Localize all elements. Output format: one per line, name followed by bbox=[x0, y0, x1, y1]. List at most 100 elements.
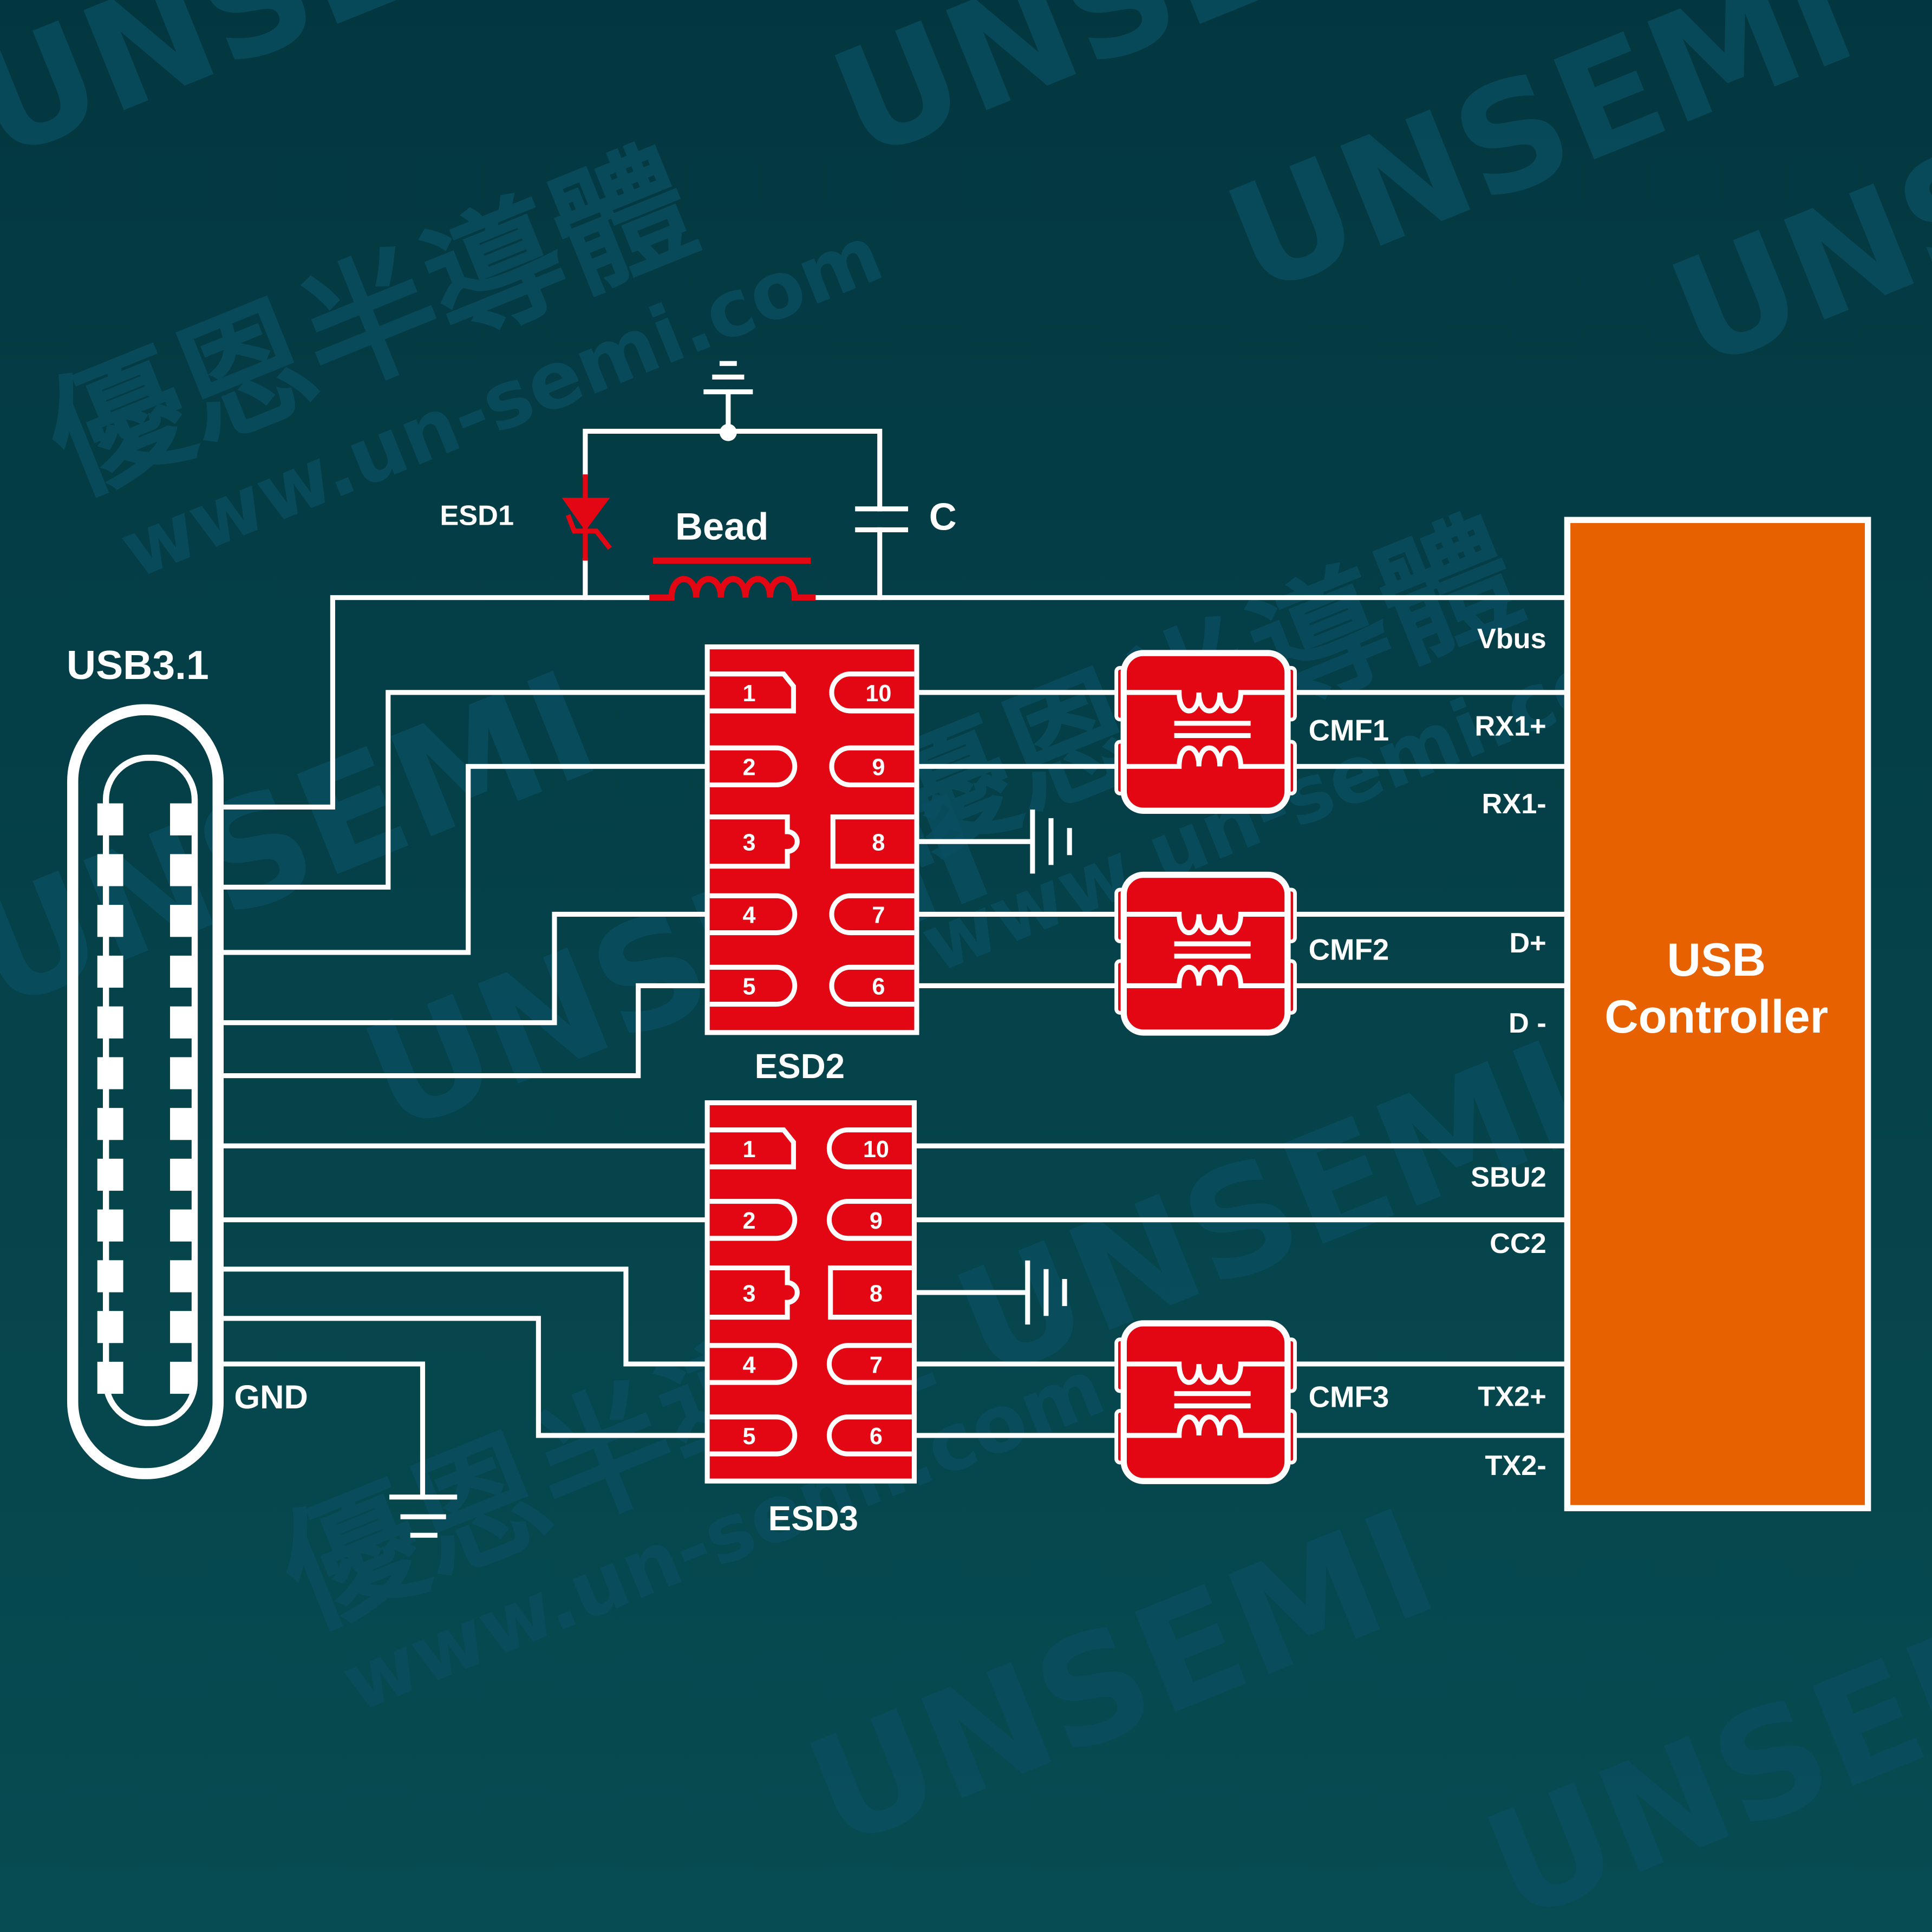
ground-icon bbox=[1025, 1260, 1067, 1325]
signal-label-dn: D - bbox=[1509, 1008, 1546, 1039]
coil-icon bbox=[1124, 911, 1288, 936]
esd-pin-pad bbox=[709, 745, 798, 788]
ground-icon bbox=[703, 361, 753, 395]
usb-pin-grid bbox=[97, 803, 196, 1394]
esd-pin-pad bbox=[709, 814, 800, 869]
usb-pin bbox=[170, 1158, 196, 1191]
signal-label-tx2n: TX2- bbox=[1485, 1450, 1546, 1481]
esd-pin-pad bbox=[709, 1265, 800, 1320]
ground-icon bbox=[1030, 810, 1072, 874]
wire-esd3-pin5 bbox=[220, 1316, 710, 1438]
usb-connector-outline bbox=[67, 704, 224, 1479]
esd-pin-number: 7 bbox=[870, 1352, 883, 1378]
esd-pin-pad bbox=[828, 1265, 912, 1320]
esd-pin-pad bbox=[826, 1127, 912, 1170]
usb-pin bbox=[170, 1006, 196, 1039]
usb-pin bbox=[97, 1158, 123, 1191]
signal-label-sbu2: SBU2 bbox=[1471, 1161, 1546, 1193]
core-line bbox=[1174, 941, 1251, 947]
usb-pin bbox=[170, 854, 196, 886]
cmf-label: CMF3 bbox=[1309, 1381, 1389, 1414]
signal-label-cc2: CC2 bbox=[1490, 1228, 1546, 1259]
usb-pin bbox=[97, 803, 123, 836]
usb-controller-box bbox=[1564, 517, 1871, 1511]
esd-pin-number: 3 bbox=[742, 830, 755, 856]
esd-pin-number: 1 bbox=[742, 681, 755, 707]
wire-esd3-pin4 bbox=[220, 1267, 710, 1367]
usb-pin bbox=[170, 1311, 196, 1343]
usb-connector bbox=[67, 704, 224, 1479]
esd-pin-number: 6 bbox=[870, 1424, 883, 1450]
wire-vbus-connector bbox=[220, 595, 652, 810]
esd-pin-pad bbox=[829, 964, 915, 1007]
esd-array-label: ESD3 bbox=[768, 1499, 858, 1538]
controller-title-line2: Controller bbox=[1604, 991, 1828, 1043]
cmf-label: CMF2 bbox=[1309, 934, 1389, 967]
coil-icon bbox=[1124, 964, 1288, 988]
esd-pin-number: 9 bbox=[872, 755, 885, 781]
usb-pin bbox=[97, 1108, 123, 1140]
usb-pin bbox=[170, 1108, 196, 1140]
esd-pin-number: 7 bbox=[872, 903, 885, 929]
wire-gnd bbox=[220, 1361, 426, 1500]
usb-pin bbox=[170, 955, 196, 988]
usb-controller: USB Controller bbox=[1564, 517, 1871, 1511]
usb-pin bbox=[97, 1260, 123, 1293]
usb-pin bbox=[97, 955, 123, 988]
esd-pin-pad bbox=[709, 964, 798, 1007]
usb-pin bbox=[97, 1311, 123, 1343]
coil-icon bbox=[1124, 1414, 1288, 1438]
usb-connector-label: USB3.1 bbox=[67, 642, 209, 688]
usb-pin bbox=[97, 854, 123, 886]
esd-pin-pad bbox=[709, 1199, 798, 1241]
core-line bbox=[1174, 954, 1251, 959]
coil-icon bbox=[1124, 1361, 1288, 1385]
usb-pin bbox=[170, 1361, 196, 1394]
esd-pin-number: 6 bbox=[872, 974, 885, 1000]
esd-pin-pad bbox=[830, 814, 915, 869]
esd1-label: ESD1 bbox=[440, 500, 514, 531]
esd-pin-pad bbox=[709, 1343, 798, 1385]
esd-pin-number: 1 bbox=[742, 1137, 755, 1163]
esd-pin-number: 4 bbox=[742, 903, 755, 929]
cmf-1: CMF1 bbox=[1114, 650, 1389, 814]
usb-connector-inner bbox=[103, 754, 198, 1426]
bead-label: Bead bbox=[675, 505, 768, 548]
usb-pin bbox=[170, 1209, 196, 1242]
wire-esd2-pin1 bbox=[220, 690, 710, 890]
usb-pin bbox=[170, 1057, 196, 1089]
esd-pin-pad bbox=[829, 893, 915, 936]
core-line bbox=[1174, 733, 1251, 739]
capacitor-label: C bbox=[929, 495, 957, 538]
capacitor-icon bbox=[855, 506, 909, 533]
gnd-label: GND bbox=[234, 1379, 308, 1416]
usb-pin bbox=[97, 1057, 123, 1089]
esd-pin-pad bbox=[709, 893, 798, 936]
esd-pin-pad bbox=[709, 1414, 798, 1457]
signal-label-tx2p: TX2+ bbox=[1478, 1381, 1546, 1412]
signal-label-rx1n: RX1- bbox=[1482, 788, 1546, 820]
wire-esd2-pin2 bbox=[220, 763, 710, 955]
esd-pin-number: 10 bbox=[863, 1137, 889, 1163]
esd-pin-pad bbox=[826, 1199, 912, 1241]
esd-pin-pad bbox=[829, 671, 915, 714]
esd-pin-pad bbox=[829, 745, 915, 788]
esd-array-label: ESD2 bbox=[755, 1047, 845, 1086]
esd-pin-number: 5 bbox=[742, 974, 755, 1000]
ground-icon bbox=[389, 1494, 458, 1538]
esd-pin-number: 10 bbox=[865, 681, 891, 707]
esd-pin-number: 5 bbox=[742, 1424, 755, 1450]
cmf-body bbox=[1120, 650, 1291, 814]
cmf-label: CMF1 bbox=[1309, 714, 1389, 747]
cmf-3: CMF3 bbox=[1114, 1320, 1389, 1484]
signal-label-dp: D+ bbox=[1509, 928, 1546, 959]
esd-pin-number: 3 bbox=[742, 1281, 755, 1307]
coil-icon bbox=[1124, 745, 1288, 769]
cmf-2: CMF2 bbox=[1114, 871, 1389, 1036]
ferrite-bead-icon bbox=[649, 557, 816, 601]
